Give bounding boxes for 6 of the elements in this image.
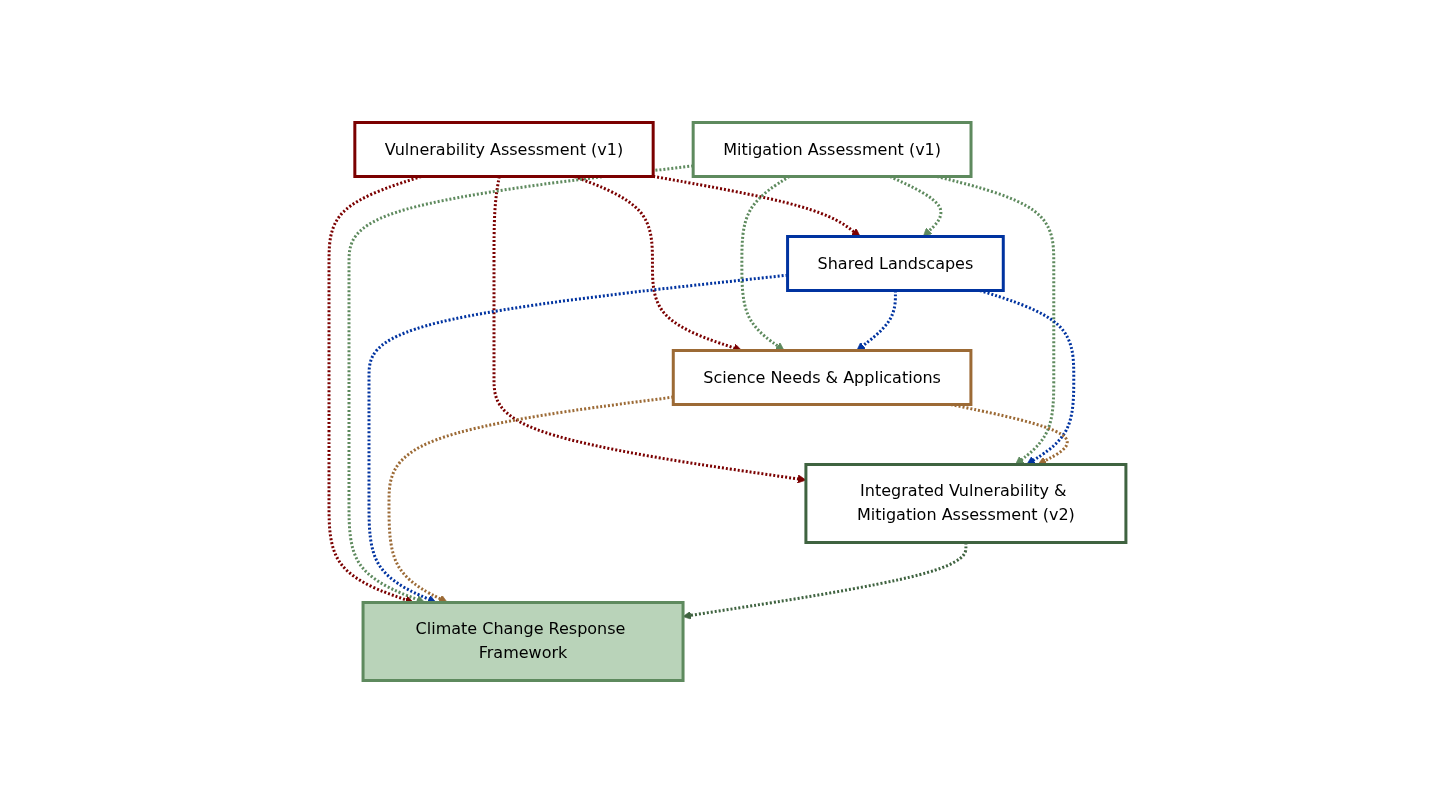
node-box: Science Needs & Applications — [671, 349, 973, 406]
node-box: Climate Change Response Framework — [361, 601, 685, 682]
node-box: Shared Landscapes — [786, 235, 1005, 292]
node-box: Mitigation Assessment (v1) — [691, 121, 973, 178]
node-box: Integrated Vulnerability & Mitigation Assessment (v2) — [804, 463, 1128, 544]
node-box: Vulnerability Assessment (v1) — [353, 121, 655, 178]
